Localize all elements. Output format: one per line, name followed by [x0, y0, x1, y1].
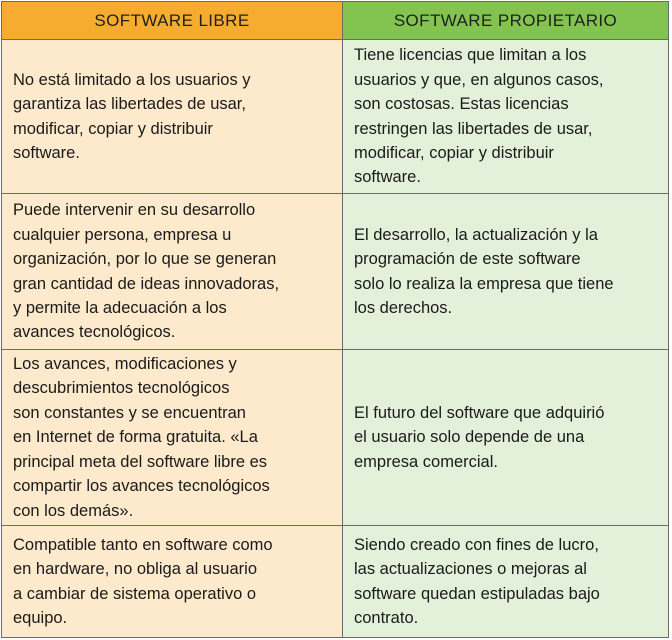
libre-cell: Compatible tanto en software como en har… [1, 525, 343, 638]
table-row: Compatible tanto en software como en har… [1, 525, 669, 638]
propietario-cell: El futuro del software que adquirió el u… [342, 349, 669, 526]
header-row: SOFTWARE LIBRE SOFTWARE PROPIETARIO [1, 1, 669, 40]
libre-cell: No está limitado a los usuarios y garant… [1, 39, 343, 194]
propietario-cell: Siendo creado con fines de lucro, las ac… [342, 525, 669, 638]
header-software-libre: SOFTWARE LIBRE [1, 1, 343, 40]
table-row: Los avances, modificaciones y descubrimi… [1, 349, 669, 526]
propietario-cell: El desarrollo, la actualización y la pro… [342, 193, 669, 350]
table-row: Puede intervenir en su desarrollo cualqu… [1, 193, 669, 350]
table-row: No está limitado a los usuarios y garant… [1, 39, 669, 194]
header-software-propietario: SOFTWARE PROPIETARIO [342, 1, 669, 40]
propietario-cell: Tiene licencias que limitan a los usuari… [342, 39, 669, 194]
libre-cell: Puede intervenir en su desarrollo cualqu… [1, 193, 343, 350]
libre-cell: Los avances, modificaciones y descubrimi… [1, 349, 343, 526]
